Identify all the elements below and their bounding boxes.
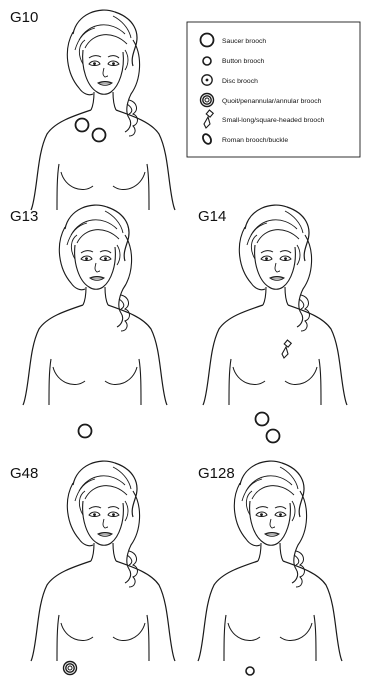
panel-label: G13: [10, 208, 38, 225]
legend-label: Small-long/square-headed brooch: [222, 117, 325, 124]
saucer-brooch-icon: [93, 129, 106, 142]
panel-g14: G14: [198, 205, 347, 442]
legend-label: Saucer brooch: [222, 38, 266, 45]
saucer-brooch-icon: [79, 425, 92, 438]
legend-label: Quoit/penannular/annular brooch: [222, 98, 322, 105]
legend-label: Roman brooch/buckle: [222, 137, 288, 144]
saucer-brooch-icon: [267, 430, 280, 443]
saucer-brooch-icon: [76, 119, 89, 132]
saucer-brooch-icon: [201, 34, 214, 47]
button-brooch-icon: [203, 57, 211, 65]
quoit-brooch-icon: [201, 94, 214, 107]
button-brooch-icon: [246, 667, 254, 675]
panel-label: G14: [198, 208, 226, 225]
legend-label: Disc brooch: [222, 78, 258, 85]
panel-g10: G10: [10, 9, 175, 210]
quoit-brooch-icon: [64, 662, 77, 675]
panel-g48: G48: [10, 461, 175, 674]
panel-label: G128: [198, 465, 235, 482]
legend-label: Button brooch: [222, 58, 265, 65]
panel-g13: G13: [10, 205, 167, 437]
saucer-brooch-icon: [256, 413, 269, 426]
panel-label: G48: [10, 465, 38, 482]
panel-label: G10: [10, 9, 38, 26]
small-long-brooch-icon: [282, 340, 291, 358]
panel-g128: G128: [198, 461, 342, 675]
legend: Saucer brooch Button brooch Disc brooch …: [187, 22, 360, 157]
disc-brooch-icon: [202, 75, 212, 85]
